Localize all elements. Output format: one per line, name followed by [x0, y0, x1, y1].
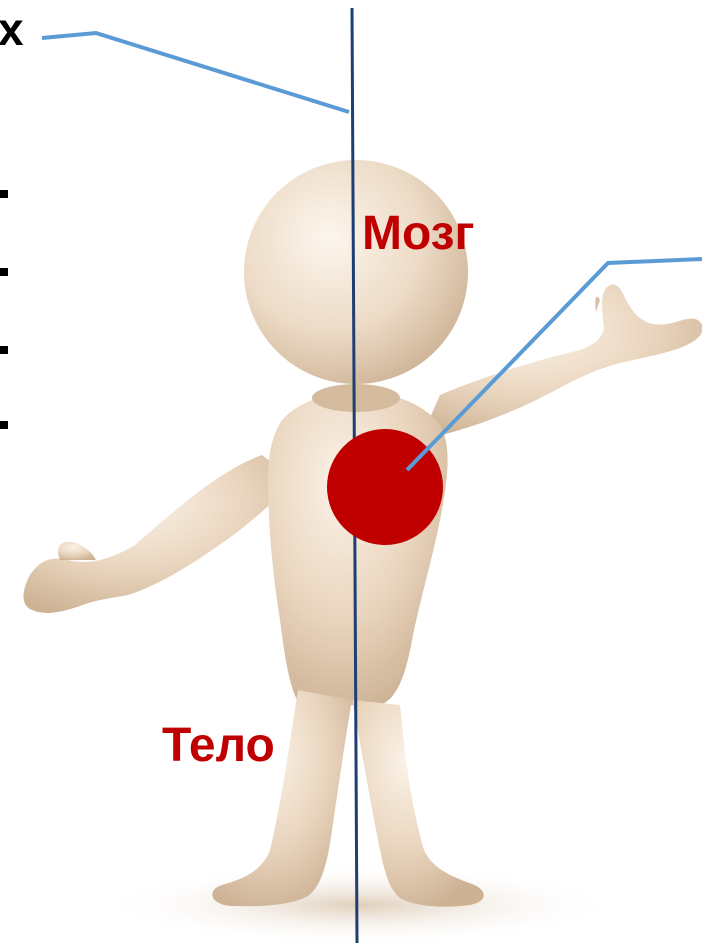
bullet-marker [0, 268, 8, 276]
heading-fragment: х [0, 6, 24, 52]
right-arm [420, 285, 702, 440]
head [244, 160, 468, 384]
left-arm [24, 455, 296, 613]
body-label: Тело [162, 722, 275, 770]
bullet-marker [0, 346, 8, 354]
heading-pointer-line [42, 33, 349, 112]
neck [312, 384, 400, 412]
bullet-marker [0, 421, 8, 429]
floor-shadow [100, 865, 620, 943]
heart-dot-icon [327, 429, 443, 545]
right-fingers [595, 297, 600, 312]
left-thumb [58, 542, 96, 560]
brain-label: Мозг [362, 210, 475, 258]
bullet-marker [0, 190, 8, 198]
